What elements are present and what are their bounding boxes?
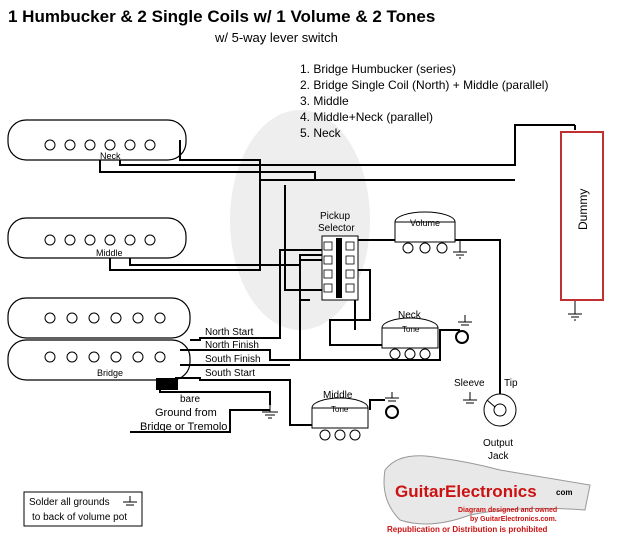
solder-note-2: to back of volume pot bbox=[32, 512, 127, 523]
wire-bare: bare bbox=[180, 394, 200, 405]
middle-pickup: Middle bbox=[7, 217, 187, 259]
logo-suffix: com bbox=[556, 488, 572, 497]
neck-tone-label-1: Neck bbox=[398, 310, 422, 321]
output-jack: Sleeve Tip Output Jack bbox=[454, 378, 518, 462]
jack-sleeve-label: Sleeve bbox=[454, 378, 485, 389]
ground-icon bbox=[123, 496, 137, 506]
switch-label-2: Selector bbox=[318, 223, 355, 234]
middle-tone-label-2: Tone bbox=[331, 405, 349, 414]
position-3: 3. Middle bbox=[300, 94, 349, 108]
bridge-humbucker: Bridge bbox=[7, 297, 191, 381]
middle-pickup-label: Middle bbox=[96, 248, 123, 258]
pickup-selector-switch: Pickup Selector bbox=[318, 211, 359, 301]
wires bbox=[99, 124, 576, 433]
ground-icon bbox=[463, 392, 477, 404]
logo-line-3: Republication or Distribution is prohibi… bbox=[387, 525, 548, 534]
solder-note-1: Solder all grounds bbox=[29, 497, 110, 508]
logo-line-2: by GuitarElectronics.com. bbox=[470, 516, 557, 523]
solder-note: Solder all grounds to back of volume pot bbox=[23, 491, 143, 527]
diagram-subtitle: w/ 5-way lever switch bbox=[214, 30, 338, 45]
ground-label-2: Bridge or Tremolo bbox=[140, 421, 227, 433]
neck-pickup: Neck bbox=[7, 119, 187, 161]
position-5: 5. Neck bbox=[300, 126, 342, 140]
switch-label-1: Pickup bbox=[320, 211, 350, 222]
middle-tone-pot: Middle Tone bbox=[311, 390, 399, 441]
guitarelectronics-logo: GuitarElectronics com Diagram designed a… bbox=[383, 455, 591, 534]
wire-south-start: South Start bbox=[205, 368, 255, 379]
volume-pot: Volume bbox=[394, 211, 467, 259]
capacitor-icon bbox=[385, 405, 399, 419]
ground-icon bbox=[458, 315, 472, 326]
ground-icon bbox=[453, 240, 467, 259]
volume-label: Volume bbox=[410, 218, 440, 228]
wire-north-start: North Start bbox=[205, 327, 254, 338]
jack-label-2: Jack bbox=[488, 451, 510, 462]
logo-brand: GuitarElectronics bbox=[395, 482, 537, 501]
neck-tone-label-2: Tone bbox=[402, 325, 420, 334]
switch-positions-list: 1. Bridge Humbucker (series) 2. Bridge S… bbox=[300, 62, 548, 140]
jack-label-1: Output bbox=[483, 438, 513, 449]
middle-tone-label-1: Middle bbox=[323, 390, 353, 401]
wire-north-finish: North Finish bbox=[205, 340, 259, 351]
neck-tone-pot: Neck Tone bbox=[381, 310, 472, 360]
position-2: 2. Bridge Single Coil (North) + Middle (… bbox=[300, 78, 548, 92]
dummy-label: Dummy bbox=[576, 189, 590, 230]
ground-icon bbox=[568, 310, 582, 321]
diagram-title: 1 Humbucker & 2 Single Coils w/ 1 Volume… bbox=[8, 7, 435, 26]
position-4: 4. Middle+Neck (parallel) bbox=[300, 110, 433, 124]
bridge-pickup-label: Bridge bbox=[97, 368, 123, 378]
position-1: 1. Bridge Humbucker (series) bbox=[300, 62, 456, 76]
logo-line-1: Diagram designed and owned bbox=[458, 507, 557, 514]
jack-tip-label: Tip bbox=[504, 378, 518, 389]
bridge-wire-labels: North Start North Finish South Finish So… bbox=[180, 327, 261, 405]
ground-label-1: Ground from bbox=[155, 407, 217, 419]
dummy-coil: Dummy bbox=[560, 131, 604, 321]
ground-icon bbox=[385, 392, 399, 402]
ground-icon bbox=[262, 405, 278, 419]
capacitor-icon bbox=[455, 330, 469, 344]
wire-south-finish: South Finish bbox=[205, 354, 261, 365]
neck-pickup-label: Neck bbox=[100, 151, 121, 161]
wire-bundle bbox=[156, 378, 178, 390]
